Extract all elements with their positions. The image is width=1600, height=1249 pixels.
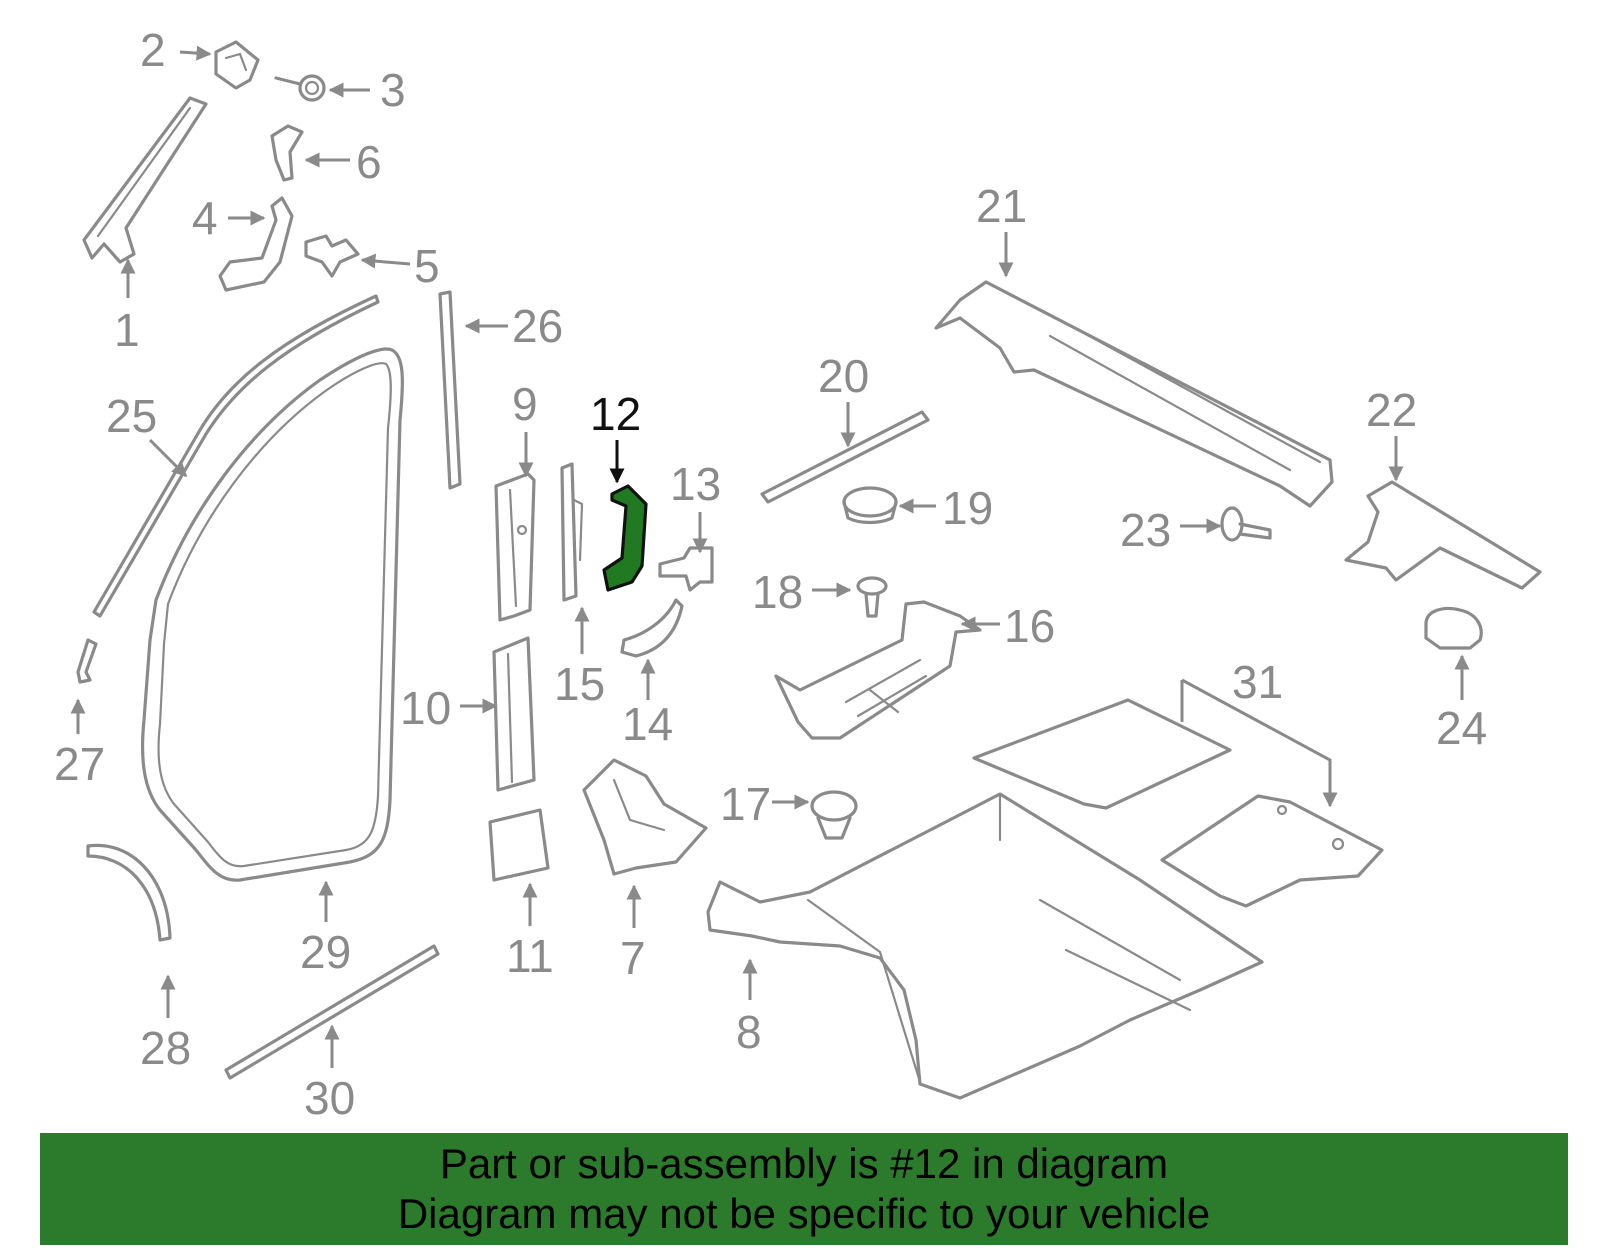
banner-line-disclaimer: Diagram may not be specific to your vehi… xyxy=(397,1190,1211,1237)
part-22-bracket[interactable] xyxy=(1344,480,1542,590)
callout-31: 31 xyxy=(1232,656,1283,708)
callout-1: 1 xyxy=(114,304,140,356)
callout-29: 29 xyxy=(300,926,351,978)
part-28-wheel-arch-trim[interactable] xyxy=(86,843,172,942)
part-16-storage-tray[interactable] xyxy=(774,600,982,740)
part-21-rear-sill-plate[interactable] xyxy=(934,280,1334,508)
callout-25: 25 xyxy=(106,390,157,442)
part-6-cover[interactable] xyxy=(270,124,304,182)
callout-20: 20 xyxy=(818,350,869,402)
part-13-clip[interactable] xyxy=(658,546,714,592)
callout-14: 14 xyxy=(622,698,673,750)
part-17-push-clip[interactable] xyxy=(810,790,858,840)
part-3-screw[interactable] xyxy=(274,74,326,102)
callout-2: 2 xyxy=(140,24,166,76)
part-10-b-pillar-lower[interactable] xyxy=(492,636,536,792)
callout-23: 23 xyxy=(1120,504,1171,556)
callout-19: 19 xyxy=(942,482,993,534)
banner-line-part: Part or sub-assembly is #12 in diagram xyxy=(439,1140,1169,1187)
callout-21: 21 xyxy=(976,180,1027,232)
part-7-kick-panel[interactable] xyxy=(582,758,708,876)
part-8-floor-panel[interactable] xyxy=(706,792,1264,1100)
callout-24: 24 xyxy=(1436,702,1487,754)
callout-15: 15 xyxy=(554,658,605,710)
part-9-b-pillar-upper[interactable] xyxy=(494,472,536,622)
info-banner: Part or sub-assembly is #12 in diagram D… xyxy=(40,1133,1568,1245)
callout-28: 28 xyxy=(140,1022,191,1074)
callout-27: 27 xyxy=(54,738,105,790)
callout-12-highlighted: 12 xyxy=(590,388,641,440)
part-15-strip[interactable] xyxy=(560,462,584,602)
callout-17: 17 xyxy=(720,778,771,830)
callout-7: 7 xyxy=(620,932,646,984)
part-18-push-pin[interactable] xyxy=(856,576,888,618)
callout-26: 26 xyxy=(512,300,563,352)
callout-13: 13 xyxy=(670,458,721,510)
callout-8: 8 xyxy=(736,1006,762,1058)
part-12-grab-handle-highlighted[interactable] xyxy=(602,484,648,592)
callout-3: 3 xyxy=(380,64,406,116)
callout-4: 4 xyxy=(192,192,218,244)
callout-30: 30 xyxy=(304,1072,355,1124)
callout-18: 18 xyxy=(752,566,803,618)
part-25-weatherstrip[interactable] xyxy=(92,294,380,618)
callout-9: 9 xyxy=(512,378,538,430)
part-30-sill-strip[interactable] xyxy=(224,944,440,1080)
callout-22: 22 xyxy=(1366,384,1417,436)
part-23-stud[interactable] xyxy=(1220,506,1272,542)
callout-5: 5 xyxy=(414,240,440,292)
callout-16: 16 xyxy=(1004,600,1055,652)
part-2-clip[interactable] xyxy=(214,40,260,90)
callout-11: 11 xyxy=(506,930,554,982)
callout-6: 6 xyxy=(356,136,382,188)
part-14-cover[interactable] xyxy=(620,598,684,658)
part-31-floor-mats[interactable] xyxy=(972,698,1384,908)
callout-labels: 1 2 3 4 5 6 7 8 9 10 11 12 13 14 15 16 1… xyxy=(54,24,1487,1124)
part-27-bracket[interactable] xyxy=(76,638,98,684)
part-1-a-pillar-trim[interactable] xyxy=(82,96,208,264)
part-26-strip[interactable] xyxy=(438,290,462,490)
part-19-plug[interactable] xyxy=(842,486,898,525)
part-5-clip[interactable] xyxy=(304,234,360,278)
callout-arrows xyxy=(70,45,1470,1068)
callout-10: 10 xyxy=(400,682,451,734)
part-29-door-seal[interactable] xyxy=(140,347,404,882)
part-11-trim[interactable] xyxy=(488,808,550,882)
part-24-cap[interactable] xyxy=(1424,606,1483,650)
part-20-scuff-strip[interactable] xyxy=(760,410,930,504)
part-4-grab-handle[interactable] xyxy=(218,196,294,292)
